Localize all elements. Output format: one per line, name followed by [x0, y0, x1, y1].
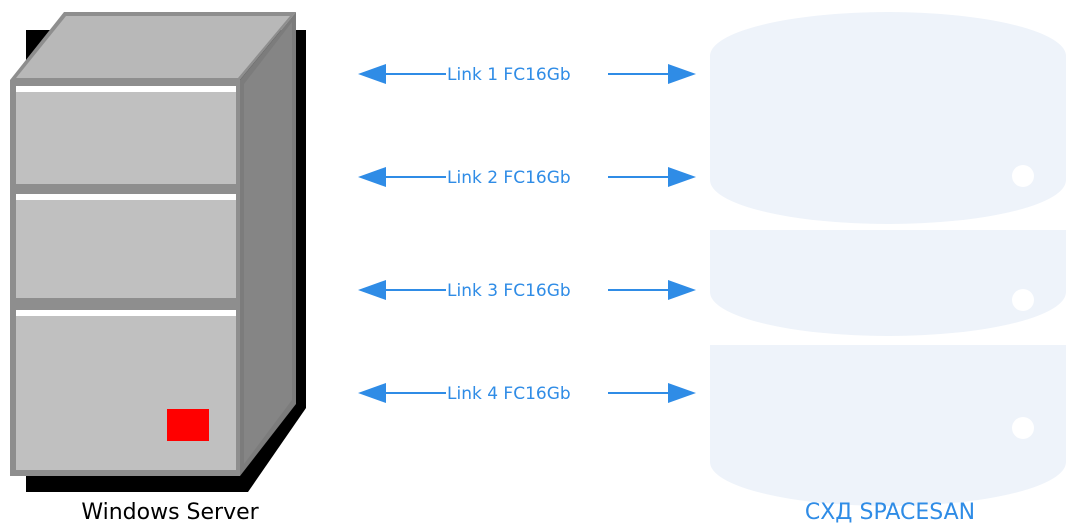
link-4-left-arrowhead: [358, 383, 386, 403]
link-4-label: Link 4 FC16Gb: [447, 384, 571, 404]
storage-middle-disk: [710, 230, 1066, 336]
server-bay-1: [16, 86, 236, 184]
link-2: Link 2 FC16Gb: [358, 167, 696, 188]
link-3: Link 3 FC16Gb: [358, 280, 696, 301]
storage-label: СХД SPACESAN: [804, 500, 976, 525]
link-3-label: Link 3 FC16Gb: [447, 281, 571, 301]
server-tower: [10, 12, 306, 492]
link-1-left-arrowhead: [358, 64, 386, 84]
server-bay-3-highlight: [16, 310, 236, 316]
link-3-left-arrowhead: [358, 280, 386, 300]
link-1: Link 1 FC16Gb: [358, 64, 696, 85]
link-2-left-arrowhead: [358, 167, 386, 187]
server-power-indicator: [167, 409, 209, 441]
storage-cylinder: [710, 12, 1066, 506]
storage-top-lid: [710, 12, 1066, 100]
link-4: Link 4 FC16Gb: [358, 383, 696, 404]
server-label: Windows Server: [81, 500, 259, 525]
server-bay-2: [16, 194, 236, 298]
storage-led-1: [1012, 165, 1034, 187]
link-3-right-arrowhead: [668, 280, 696, 300]
link-2-label: Link 2 FC16Gb: [447, 168, 571, 188]
server-bay-2-highlight: [16, 194, 236, 200]
storage-top-disk: [710, 56, 1066, 224]
link-2-right-arrowhead: [668, 167, 696, 187]
storage-bottom-disk: [710, 345, 1066, 506]
link-1-right-arrowhead: [668, 64, 696, 84]
link-4-right-arrowhead: [668, 383, 696, 403]
server-top-inner: [16, 16, 290, 78]
server-bay-1-highlight: [16, 86, 236, 92]
server-side-inner: [244, 22, 292, 464]
storage-led-2: [1012, 289, 1034, 311]
storage-led-3: [1012, 417, 1034, 439]
server-bay-3: [16, 310, 236, 470]
link-1-label: Link 1 FC16Gb: [447, 65, 571, 85]
